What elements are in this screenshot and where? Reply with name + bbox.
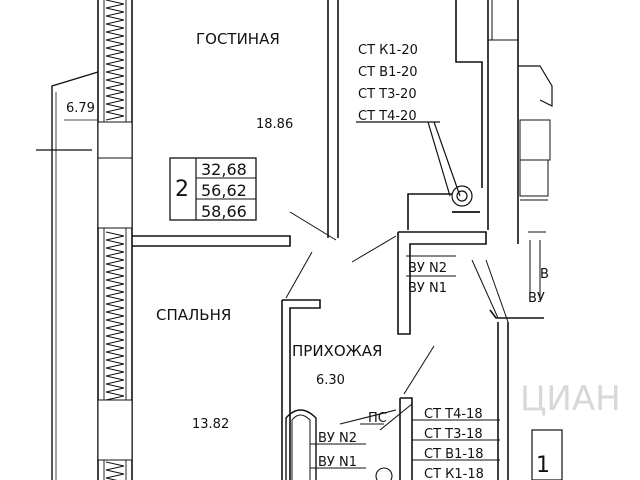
valve-label: ВУ N2 [318,431,357,446]
room-area-bedroom: 13.82 [192,417,229,432]
interior-walls [132,0,563,480]
valve-label: ВУ N2 [408,261,447,276]
total-area-with-balcony-value: 58,66 [201,202,247,221]
room-name-living: ГОСТИНАЯ [196,30,280,48]
riser-label: СТ Т4-18 [424,407,483,422]
room-name-bedroom: СПАЛЬНЯ [156,306,231,324]
room-area-living: 18.86 [256,117,293,132]
watermark: ЦИАН [520,379,621,419]
riser-label: СТ В1-20 [358,65,418,80]
apartment-area-box: 2 32,68 56,62 58,66 [169,157,257,221]
riser-label: СТ Т3-20 [358,87,417,102]
valve-labels-top: ВУ N2 ВУ N1 [408,261,447,296]
riser-label: СТ К1-18 [424,467,484,480]
riser-labels-top: СТ К1-20 СТ В1-20 СТ Т3-20 СТ Т4-20 [358,43,418,124]
exterior-wall-left [97,0,133,480]
edge-label-b: В [540,267,549,282]
room-name-hall: ПРИХОЖАЯ [292,342,382,360]
riser-label: СТ В1-18 [424,447,484,462]
top-riser-leader [356,121,480,277]
valve-labels-bottom: ВУ N2 ВУ N1 [318,431,357,470]
riser-labels-bottom: СТ Т4-18 СТ Т3-18 СТ В1-18 СТ К1-18 [424,407,484,480]
living-area-value: 32,68 [201,160,247,179]
edge-label-one: 1 [536,453,550,478]
bottom-riser-leader [310,409,500,480]
pc-label: ПС [368,411,387,426]
rooms-count: 2 [175,177,189,202]
balcony-area: 6.79 [66,101,95,116]
riser-label: СТ Т4-20 [358,109,417,124]
riser-label: СТ Т3-18 [424,427,483,442]
riser-label: СТ К1-20 [358,43,418,58]
balcony [36,71,99,480]
valve-label: ВУ N1 [318,455,357,470]
valve-label: ВУ N1 [408,281,447,296]
total-area-value: 56,62 [201,181,247,200]
wall-hatch [105,0,125,480]
room-area-hall: 6.30 [316,373,345,388]
edge-label-by: ВУ [528,291,545,306]
